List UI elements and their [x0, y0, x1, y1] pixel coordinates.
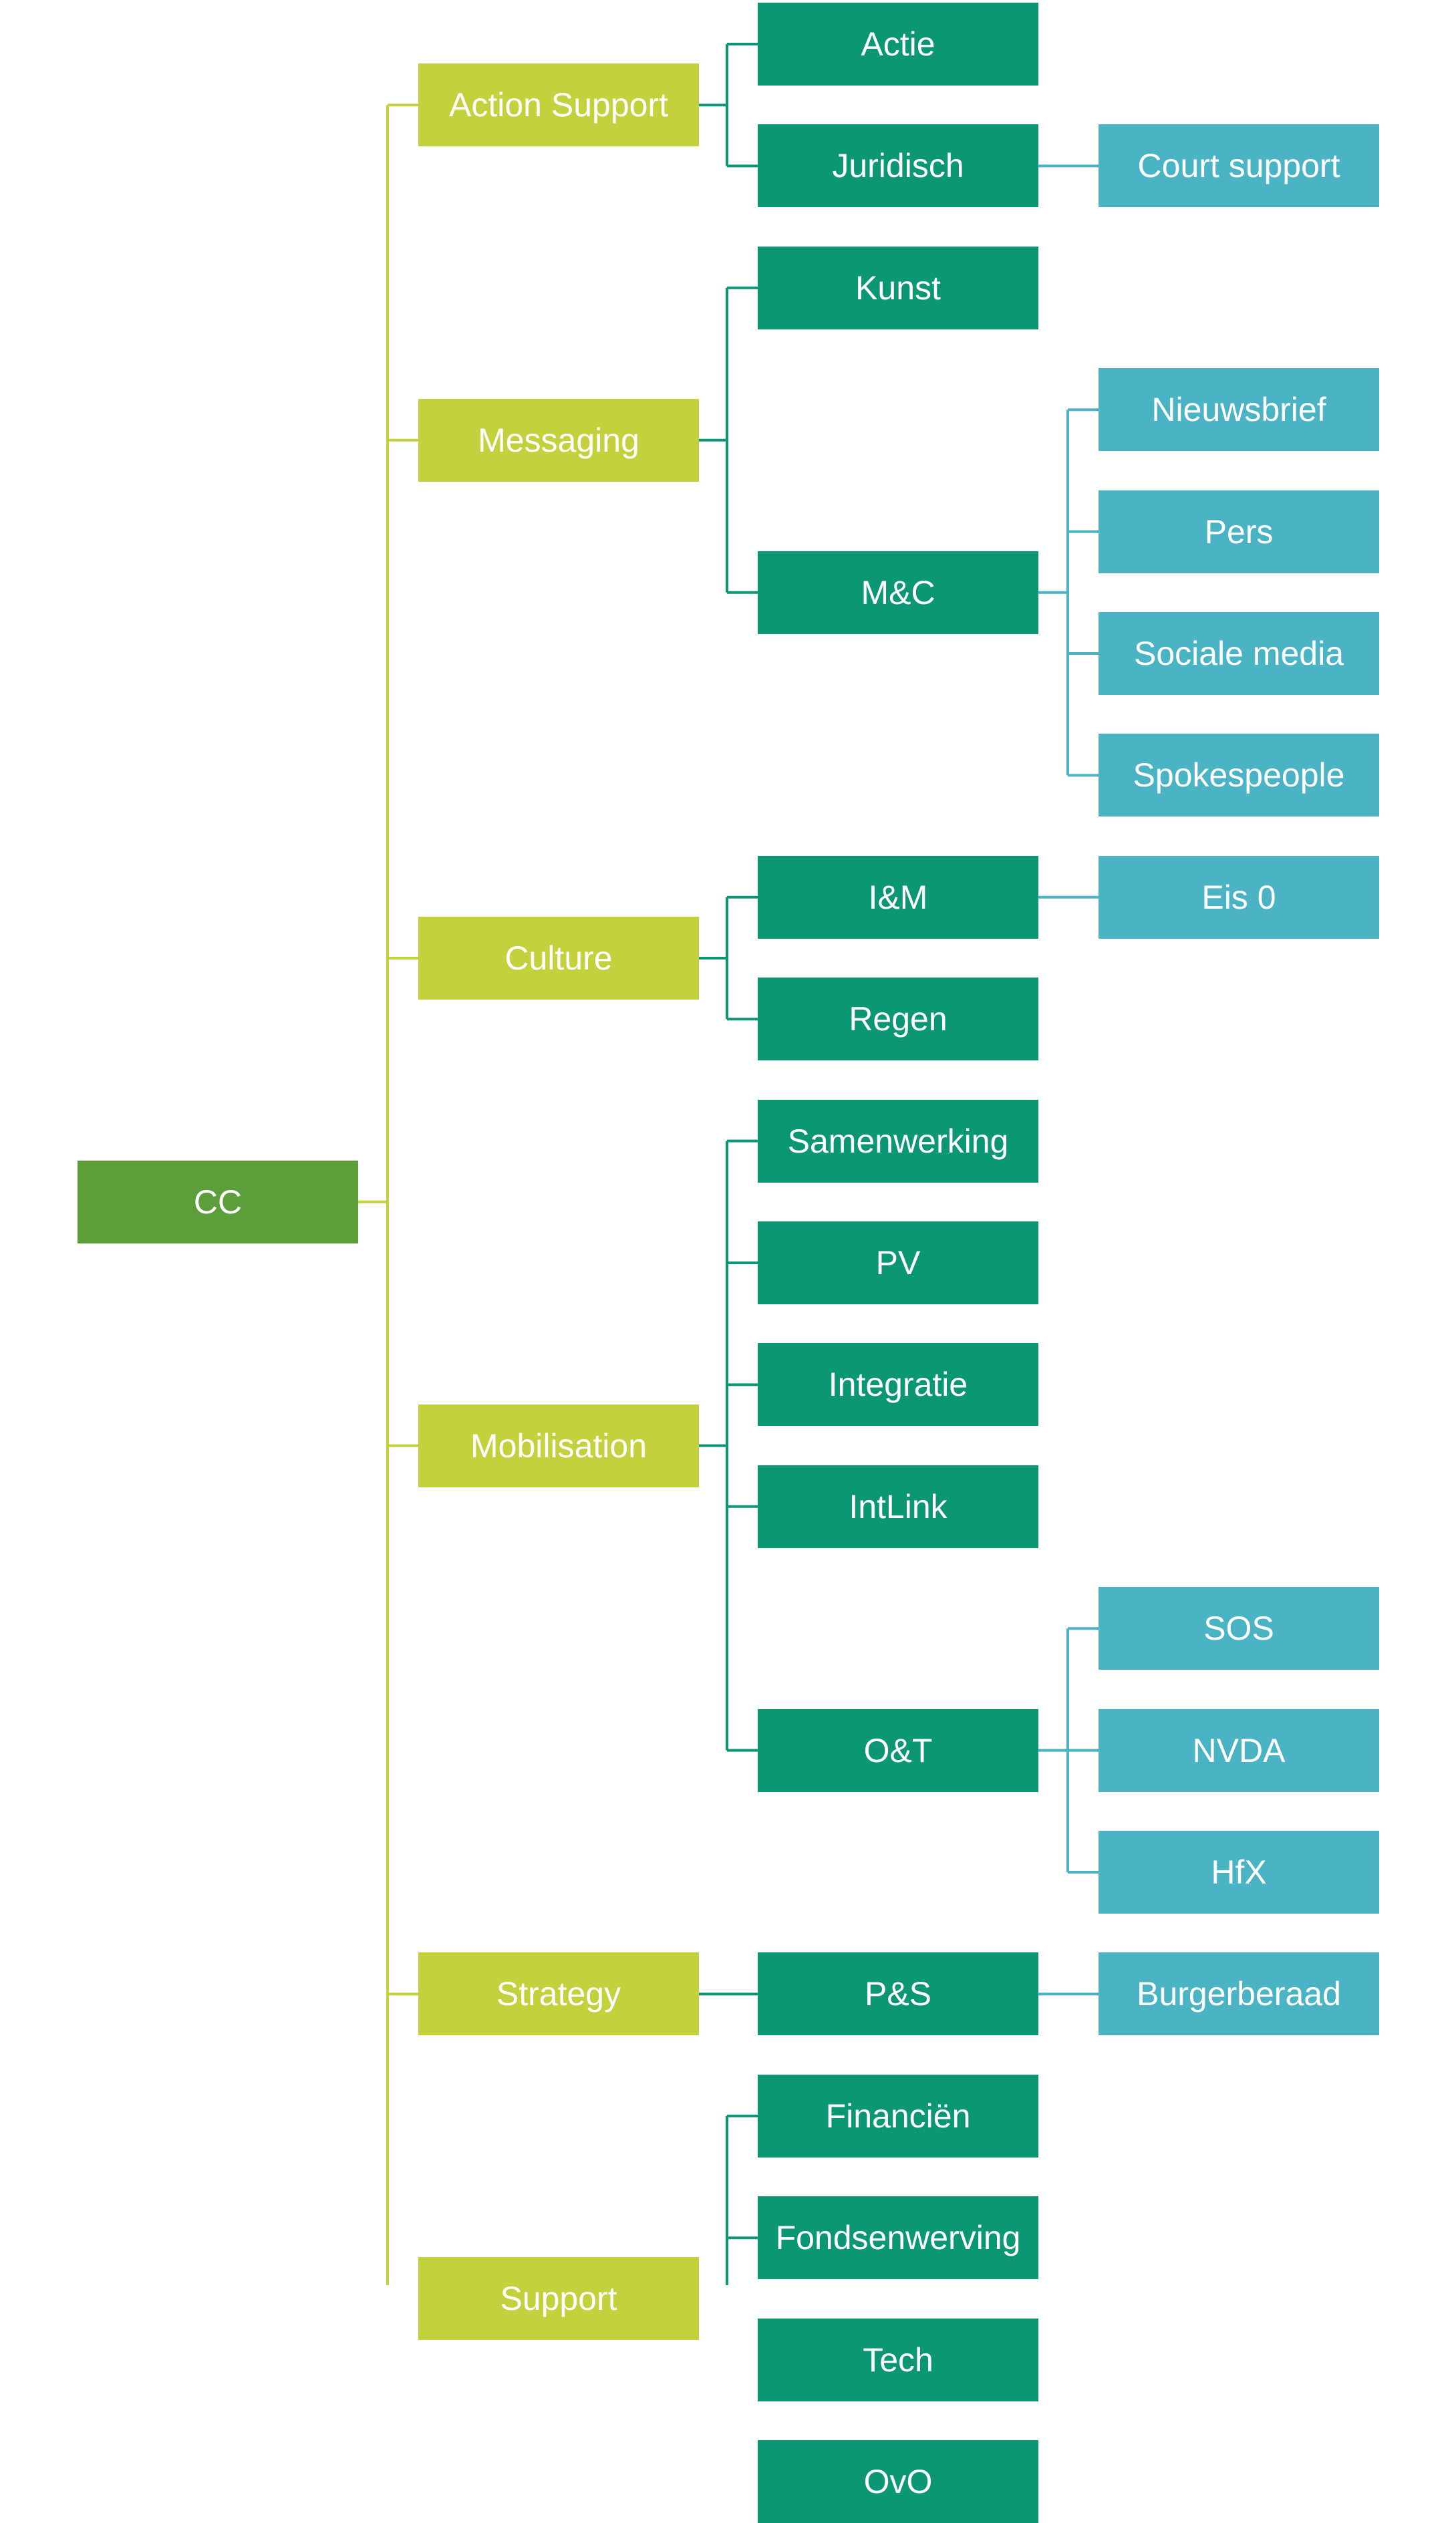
team-node-juridisch: Juridisch	[758, 124, 1038, 208]
team-node-integratie: Integratie	[758, 1343, 1038, 1427]
root-node-cc: CC	[78, 1160, 358, 1243]
subteam-node-pers: Pers	[1099, 490, 1379, 573]
team-node-m-and-c: M&C	[758, 551, 1038, 634]
subteam-node-sos: SOS	[1099, 1587, 1379, 1670]
team-node-actie: Actie	[758, 3, 1038, 86]
subteam-node-hfx: HfX	[1099, 1831, 1379, 1914]
team-node-financien: Financiën	[758, 2074, 1038, 2158]
team-node-ovo: OvO	[758, 2440, 1038, 2523]
subteam-node-nieuwsbrief: Nieuwsbrief	[1099, 368, 1379, 452]
team-node-kunst: Kunst	[758, 246, 1038, 329]
team-node-samenwerking: Samenwerking	[758, 1099, 1038, 1183]
department-node-support: Support	[418, 2257, 699, 2341]
subteam-node-sociale-media: Sociale media	[1099, 612, 1379, 695]
subteam-node-eis-0: Eis 0	[1099, 855, 1379, 939]
team-node-o-and-t: O&T	[758, 1709, 1038, 1792]
subteam-node-burgerberaad: Burgerberaad	[1099, 1952, 1379, 2036]
subteam-node-nvda: NVDA	[1099, 1709, 1379, 1792]
subteam-node-court-support: Court support	[1099, 124, 1379, 208]
department-node-culture: Culture	[418, 917, 699, 1000]
team-node-p-and-s: P&S	[758, 1952, 1038, 2036]
department-node-mobilisation: Mobilisation	[418, 1404, 699, 1487]
team-node-fondsenwerving: Fondsenwerving	[758, 2196, 1038, 2280]
department-node-messaging: Messaging	[418, 398, 699, 482]
team-node-intlink: IntLink	[758, 1465, 1038, 1548]
department-node-strategy: Strategy	[418, 1952, 699, 2036]
team-node-tech: Tech	[758, 2318, 1038, 2401]
department-node-action-support: Action Support	[418, 63, 699, 147]
team-node-i-and-m: I&M	[758, 855, 1038, 939]
subteam-node-spokespeople: Spokespeople	[1099, 734, 1379, 817]
connector-lines	[358, 43, 1099, 2285]
team-node-regen: Regen	[758, 978, 1038, 1061]
team-node-pv: PV	[758, 1221, 1038, 1304]
